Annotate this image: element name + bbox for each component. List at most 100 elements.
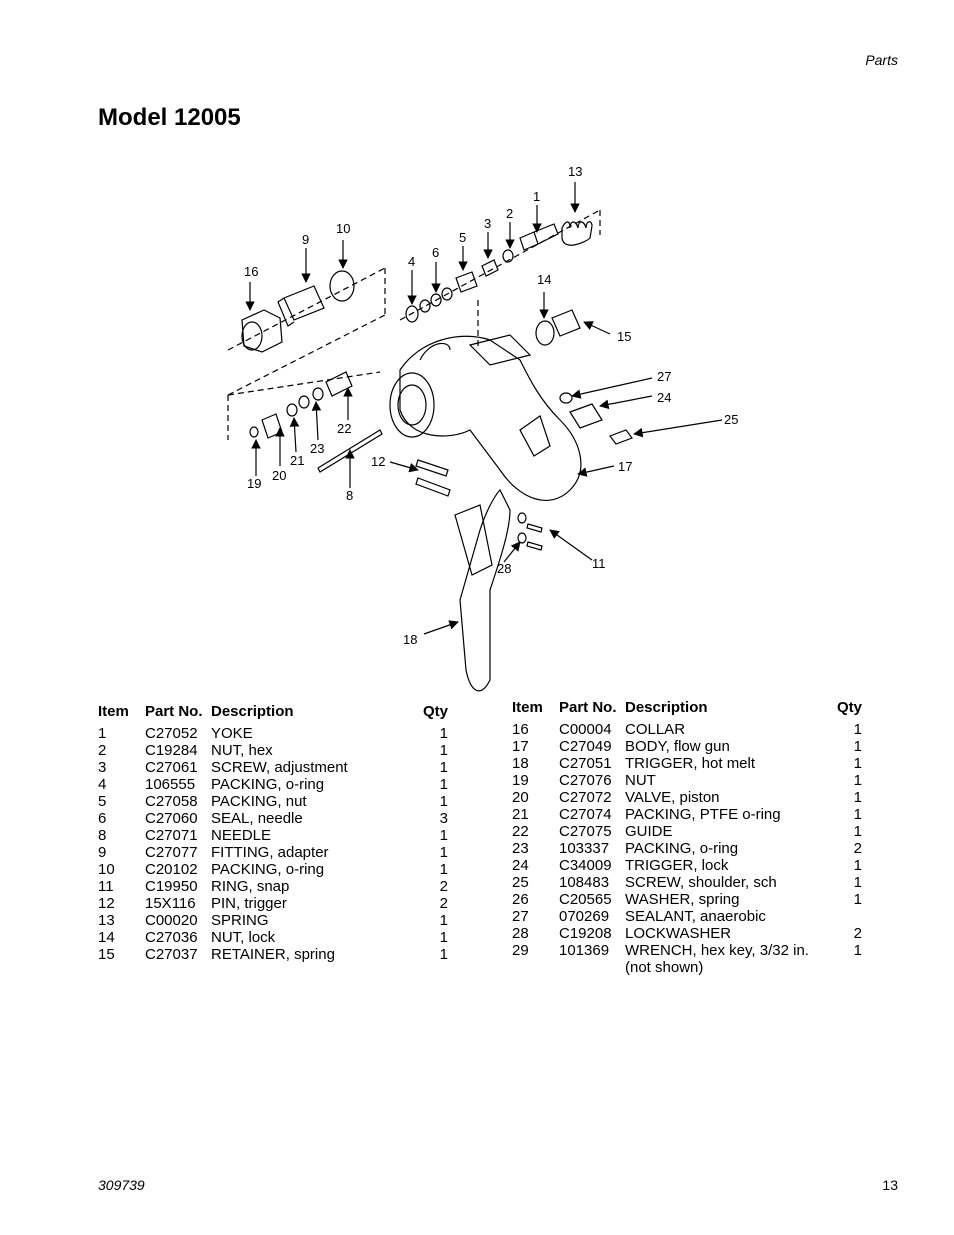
callout-14: 14 <box>537 272 551 287</box>
col-description: Description <box>211 703 294 720</box>
cell-qty: 2 <box>853 925 862 942</box>
cell-qty: 1 <box>439 946 448 963</box>
cell-item: 6 <box>98 810 107 827</box>
callout-1: 1 <box>533 189 540 204</box>
callout-25: 25 <box>724 412 738 427</box>
callout-21: 21 <box>290 453 304 468</box>
cell-part-no: 103337 <box>559 840 610 857</box>
cell-part-no: C27075 <box>559 823 612 840</box>
cell-part-no: C27076 <box>559 772 612 789</box>
cell-part-no: C27077 <box>145 844 198 861</box>
cell-part-no: C27037 <box>145 946 198 963</box>
cell-part-no: C27074 <box>559 806 612 823</box>
cell-item: 19 <box>512 772 529 789</box>
cell-qty: 2 <box>853 840 862 857</box>
cell-description: SCREW, adjustment <box>211 759 348 776</box>
cell-qty: 2 <box>439 895 448 912</box>
cell-part-no: 15X116 <box>145 895 196 912</box>
cell-part-no: 101369 <box>559 942 610 959</box>
cell-item: 29 <box>512 942 529 959</box>
cell-part-no: C27058 <box>145 793 198 810</box>
cell-item: 28 <box>512 925 529 942</box>
cell-part-no: 070269 <box>559 908 610 925</box>
cell-description: SEALANT, anaerobic <box>625 908 766 925</box>
callout-27: 27 <box>657 369 671 384</box>
cell-qty: 1 <box>853 772 862 789</box>
cell-part-no: C19208 <box>559 925 612 942</box>
cell-description: SEAL, needle <box>211 810 303 827</box>
callout-11: 11 <box>592 556 606 571</box>
exploded-parts-diagram: 13 1 2 3 5 6 4 10 9 16 14 15 27 24 25 22… <box>227 164 738 692</box>
callout-6: 6 <box>432 245 439 260</box>
cell-qty: 1 <box>439 912 448 929</box>
cell-description: LOCKWASHER <box>625 925 732 942</box>
cell-description: PACKING, o-ring <box>211 776 325 793</box>
cell-part-no: 106555 <box>145 776 196 793</box>
cell-part-no: C27072 <box>559 789 612 806</box>
cell-qty: 1 <box>853 806 862 823</box>
cell-description: WRENCH, hex key, 3/32 in. (not shown) <box>625 942 809 976</box>
cell-item: 10 <box>98 861 115 878</box>
cell-description: COLLAR <box>625 721 686 738</box>
cell-item: 15 <box>98 946 115 963</box>
cell-item: 22 <box>512 823 529 840</box>
cell-part-no: C20565 <box>559 891 612 908</box>
cell-qty: 1 <box>853 823 862 840</box>
cell-qty: 1 <box>439 861 448 878</box>
cell-description: SCREW, shoulder, sch <box>625 874 777 891</box>
callout-18: 18 <box>403 632 417 647</box>
cell-item: 26 <box>512 891 529 908</box>
cell-qty: 1 <box>439 844 448 861</box>
cell-item: 4 <box>98 776 107 793</box>
cell-part-no: C27060 <box>145 810 198 827</box>
cell-description: RING, snap <box>211 878 290 895</box>
cell-item: 14 <box>98 929 115 946</box>
callout-4: 4 <box>408 254 415 269</box>
cell-item: 18 <box>512 755 529 772</box>
document-number: 309739 <box>98 1177 145 1193</box>
cell-description: GUIDE <box>625 823 673 840</box>
page-number: 13 <box>882 1177 898 1193</box>
callout-23: 23 <box>310 441 324 456</box>
cell-item: 27 <box>512 908 529 925</box>
cell-description: FITTING, adapter <box>211 844 329 861</box>
cell-description: TRIGGER, lock <box>625 857 729 874</box>
col-qty: Qty <box>422 703 448 720</box>
cell-item: 20 <box>512 789 529 806</box>
cell-qty: 1 <box>439 725 448 742</box>
callout-17: 17 <box>618 459 632 474</box>
cell-item: 25 <box>512 874 529 891</box>
cell-description: YOKE <box>211 725 253 742</box>
cell-item: 8 <box>98 827 107 844</box>
cell-part-no: C27051 <box>559 755 612 772</box>
cell-description: PACKING, o-ring <box>625 840 739 857</box>
table-row: 29 101369 WRENCH, hex key, 3/32 in. (not s… <box>512 942 862 976</box>
cell-item: 2 <box>98 742 107 759</box>
cell-qty: 1 <box>853 789 862 806</box>
cell-description: VALVE, piston <box>625 789 720 806</box>
cell-part-no: C27071 <box>145 827 198 844</box>
col-description: Description <box>625 699 708 716</box>
cell-qty: 1 <box>853 857 862 874</box>
callout-3: 3 <box>484 216 491 231</box>
cell-qty: 1 <box>853 942 862 959</box>
callout-28: 28 <box>497 561 511 576</box>
cell-qty: 1 <box>853 891 862 908</box>
cell-item: 17 <box>512 738 529 755</box>
callout-8: 8 <box>346 488 353 503</box>
cell-item: 1 <box>98 725 107 742</box>
callout-20: 20 <box>272 468 286 483</box>
cell-qty: 1 <box>853 721 862 738</box>
